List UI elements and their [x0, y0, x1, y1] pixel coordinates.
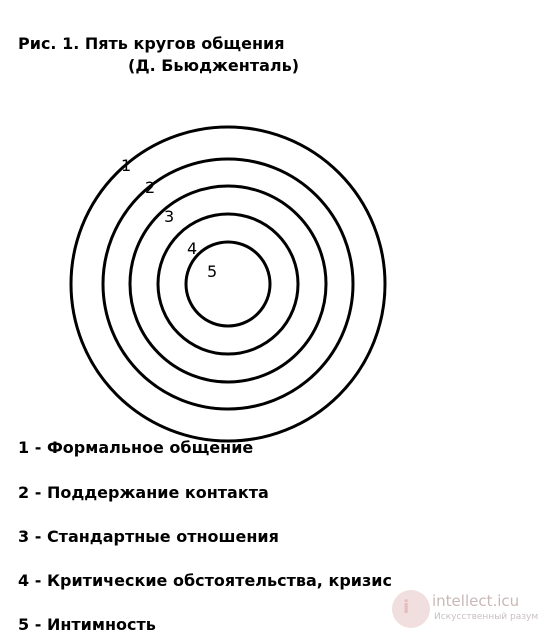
- legend-item-4: 4 - Критические обстоятельства, кризис: [18, 571, 392, 590]
- legend-number: 3: [18, 527, 30, 546]
- circle-2-number: 2: [145, 178, 155, 197]
- legend-label: Стандартные отношения: [46, 527, 279, 546]
- circle-3-number: 3: [164, 207, 174, 226]
- legend-number: 1: [18, 438, 30, 457]
- watermark-site-name: intellect.icu: [432, 592, 520, 610]
- legend-separator: -: [34, 615, 42, 634]
- watermark-logo-icon: i: [392, 590, 430, 628]
- watermark-tagline: Искусственный разум: [434, 612, 539, 622]
- figure-author: (Д. Бьюдженталь): [128, 56, 300, 75]
- legend-separator: -: [34, 483, 42, 502]
- legend-number: 4: [18, 571, 30, 590]
- legend-item-5: 5 - Интимность: [18, 615, 156, 634]
- legend-separator: -: [34, 527, 42, 546]
- figure-title: Рис. 1. Пять кругов общения: [18, 34, 285, 53]
- circle-3: [128, 184, 328, 384]
- legend-label: Критические обстоятельства, кризис: [46, 571, 392, 590]
- circle-2: [101, 157, 355, 411]
- circle-4-number: 4: [187, 239, 197, 258]
- site-watermark: i intellect.icu Искусственный разум: [392, 588, 540, 632]
- legend-number: 2: [18, 483, 30, 502]
- legend-label: Поддержание контакта: [46, 483, 269, 502]
- watermark-logo-letter: i: [403, 597, 410, 618]
- legend-separator: -: [34, 571, 42, 590]
- legend-label: Интимность: [46, 615, 156, 634]
- legend-item-3: 3 - Стандартные отношения: [18, 527, 279, 546]
- legend-label: Формальное общение: [46, 438, 254, 457]
- legend-item-1: 1 - Формальное общение: [18, 438, 253, 457]
- legend-number: 5: [18, 615, 30, 634]
- legend-separator: -: [34, 438, 42, 457]
- circle-1-number: 1: [121, 156, 131, 175]
- circle-5: [184, 240, 272, 328]
- circle-1: [69, 125, 387, 443]
- legend-item-2: 2 - Поддержание контакта: [18, 483, 269, 502]
- circle-4: [156, 212, 300, 356]
- circle-5-number: 5: [207, 262, 217, 281]
